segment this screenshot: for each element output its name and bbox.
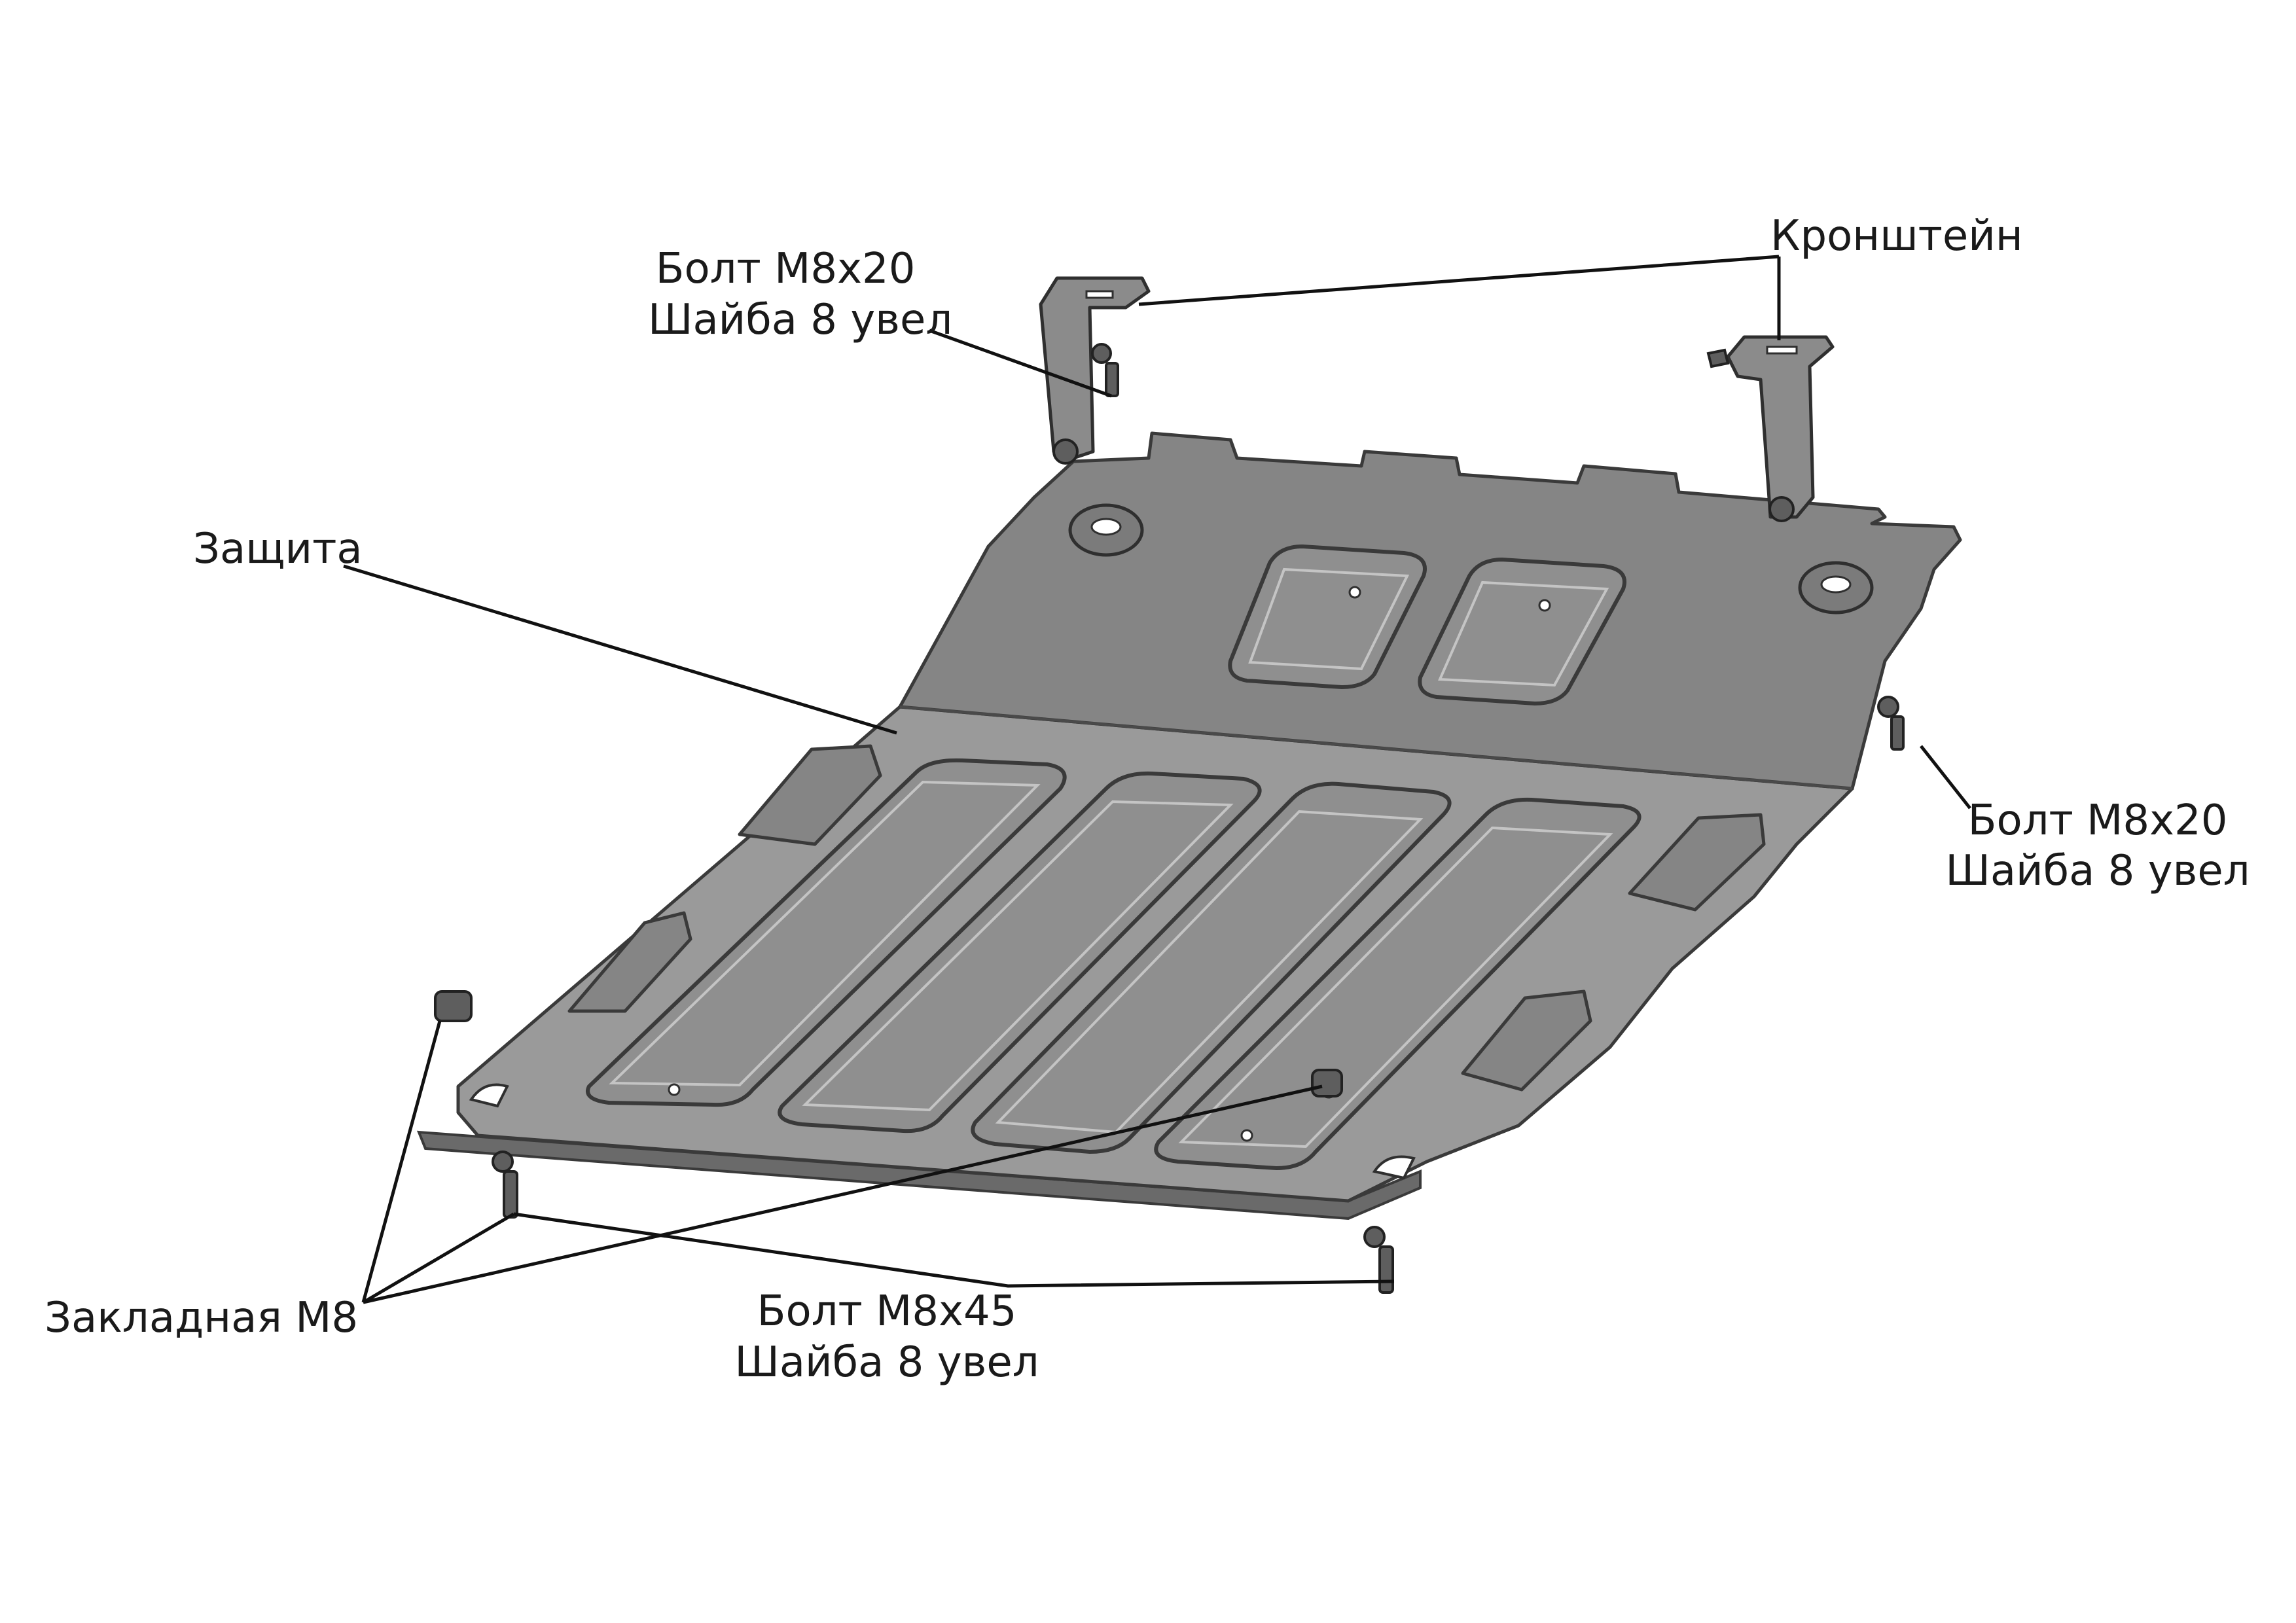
label-bolt-top-left-2: Шайба 8 увел xyxy=(648,296,953,344)
leader-lines xyxy=(343,255,1971,1304)
insert-left xyxy=(434,990,473,1022)
label-insert: Закладная М8 xyxy=(45,1294,359,1342)
label-bolt-right-2: Шайба 8 увел xyxy=(1945,847,2250,895)
bolt-bottom-left xyxy=(492,1150,518,1219)
label-bolt-right-1: Болт М8х20 xyxy=(1967,796,2228,845)
bracket-right xyxy=(1706,335,1835,522)
label-shield: Защита xyxy=(193,525,363,573)
label-bracket: Кронштейн xyxy=(1770,212,2023,260)
bracket-left xyxy=(1039,276,1151,465)
insert-center xyxy=(1311,1069,1343,1097)
skid-plate xyxy=(416,431,1962,1221)
label-bolt-bottom-1: Болт М8х45 xyxy=(757,1287,1017,1336)
bolt-right xyxy=(1877,696,1905,751)
label-bolt-bottom-2: Шайба 8 увел xyxy=(734,1338,1039,1387)
label-bolt-top-left-1: Болт М8х20 xyxy=(655,245,916,293)
bolt-top-left xyxy=(1091,343,1119,397)
